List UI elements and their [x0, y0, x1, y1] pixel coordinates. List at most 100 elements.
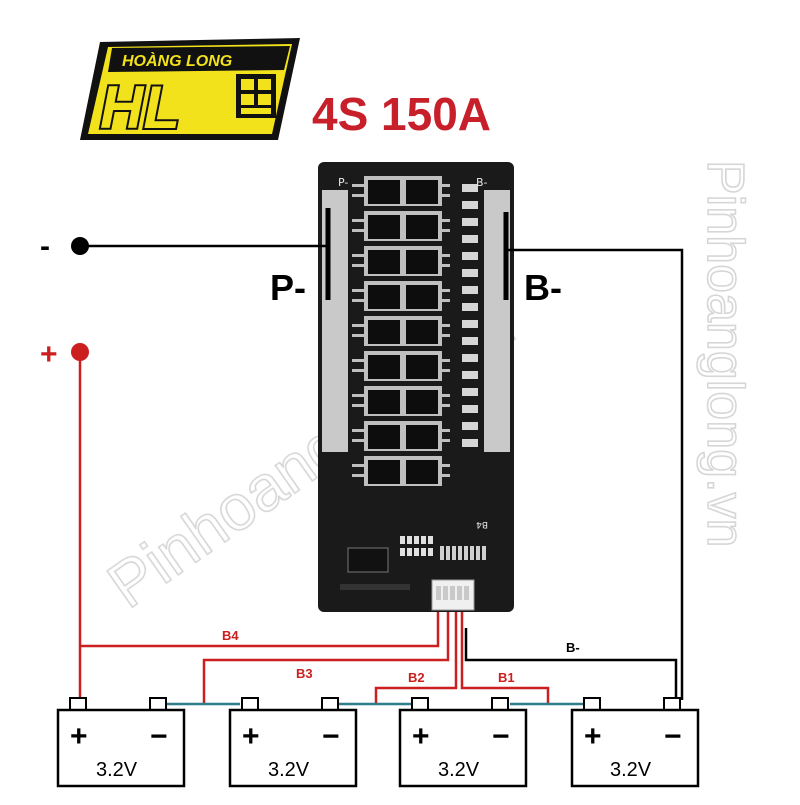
board-silk-b4: B4: [476, 519, 488, 529]
p-minus-wire: [71, 208, 331, 300]
mosfet: [402, 246, 450, 276]
smd-part: [400, 536, 405, 544]
pad: [462, 184, 478, 192]
b-minus-wire: [464, 212, 684, 704]
mosfet: [402, 421, 450, 451]
smd-part: [464, 546, 468, 560]
pad: [462, 371, 478, 379]
smd-part: [421, 536, 426, 544]
cell-positive-post: [241, 697, 259, 711]
cell-body: [570, 708, 700, 788]
pad: [462, 388, 478, 396]
smd-part: [476, 546, 480, 560]
battery-cell: + −3.2V: [570, 697, 700, 788]
wire-label-b1: B1: [498, 670, 515, 685]
connector-pin: [457, 586, 462, 600]
mosfet: [352, 176, 404, 206]
smd-part: [440, 546, 444, 560]
smd-part: [452, 546, 456, 560]
mosfet: [402, 281, 450, 311]
wire-label-b-minus: B-: [566, 640, 580, 655]
smd-part: [470, 546, 474, 560]
negative-terminal-label: -: [40, 230, 50, 263]
mosfet: [402, 176, 450, 206]
pad: [462, 337, 478, 345]
mosfet: [352, 421, 404, 451]
mosfet: [402, 386, 450, 416]
smd-part: [414, 548, 419, 556]
cell-minus-sign: −: [664, 720, 682, 753]
cell-minus-sign: −: [150, 720, 168, 753]
board-silk-p: P-: [338, 176, 348, 189]
cell-plus-sign: +: [242, 720, 260, 753]
cell-plus-sign: +: [70, 720, 88, 753]
mosfet: [352, 351, 404, 381]
wire-b2: [374, 612, 458, 704]
pad: [462, 439, 478, 447]
mosfet: [402, 211, 450, 241]
smd-components: [400, 536, 486, 560]
battery-cell: + −3.2V: [398, 697, 528, 788]
cell-plus-sign: +: [584, 720, 602, 753]
cell-negative-post: [321, 697, 339, 711]
cell-positive-post: [411, 697, 429, 711]
wire-label-b2: B2: [408, 670, 425, 685]
battery-cell: + −3.2V: [56, 697, 186, 788]
smd-part: [421, 548, 426, 556]
positive-wire: [71, 343, 89, 704]
mosfet: [352, 211, 404, 241]
mosfet: [352, 456, 404, 486]
pad: [462, 252, 478, 260]
smd-part: [482, 546, 486, 560]
cell-minus-sign: −: [322, 720, 340, 753]
pad: [462, 201, 478, 209]
mosfet-array: [352, 176, 450, 486]
wire-label-b3: B3: [296, 666, 313, 681]
connector-pin: [443, 586, 448, 600]
cell-voltage: 3.2V: [96, 759, 138, 781]
cell-voltage: 3.2V: [610, 759, 652, 781]
logo-mark-text: HL: [100, 74, 180, 141]
cell-positive-post: [69, 697, 87, 711]
pad: [462, 422, 478, 430]
cell-positive-post: [583, 697, 601, 711]
pad: [462, 303, 478, 311]
pad: [462, 405, 478, 413]
cell-minus-sign: −: [492, 720, 510, 753]
mosfet: [402, 351, 450, 381]
mosfet: [402, 456, 450, 486]
pad-ladder: [462, 184, 478, 447]
smd-part: [414, 536, 419, 544]
pad: [462, 218, 478, 226]
cell-negative-post: [491, 697, 509, 711]
pad: [462, 269, 478, 277]
connector-pin: [450, 586, 455, 600]
logo-brand-text: HOÀNG LONG: [122, 51, 232, 70]
cell-plus-sign: +: [412, 720, 430, 753]
cell-voltage: 3.2V: [438, 759, 480, 781]
p-minus-label: P-: [270, 267, 306, 308]
cell-negative-post: [663, 697, 681, 711]
wire-b3: [202, 612, 450, 704]
connector-pin: [464, 586, 469, 600]
cell-body: [56, 708, 186, 788]
title: 4S 150A: [312, 88, 491, 140]
positive-terminal-dot: [71, 343, 89, 361]
smd-part: [458, 546, 462, 560]
control-ic: [347, 547, 389, 573]
cell-body: [398, 708, 528, 788]
mosfet: [352, 281, 404, 311]
board-silk-b: B-: [476, 176, 488, 189]
pad: [462, 286, 478, 294]
pad: [462, 354, 478, 362]
mosfet: [352, 386, 404, 416]
connector-pin: [436, 586, 441, 600]
battery-cells: +−3.2V+−3.2V+−3.2V+−3.2V: [56, 697, 700, 788]
smd-part: [446, 546, 450, 560]
balance-wires: [80, 612, 550, 704]
negative-terminal-dot: [71, 237, 89, 255]
cell-body: [228, 708, 358, 788]
pad: [462, 235, 478, 243]
